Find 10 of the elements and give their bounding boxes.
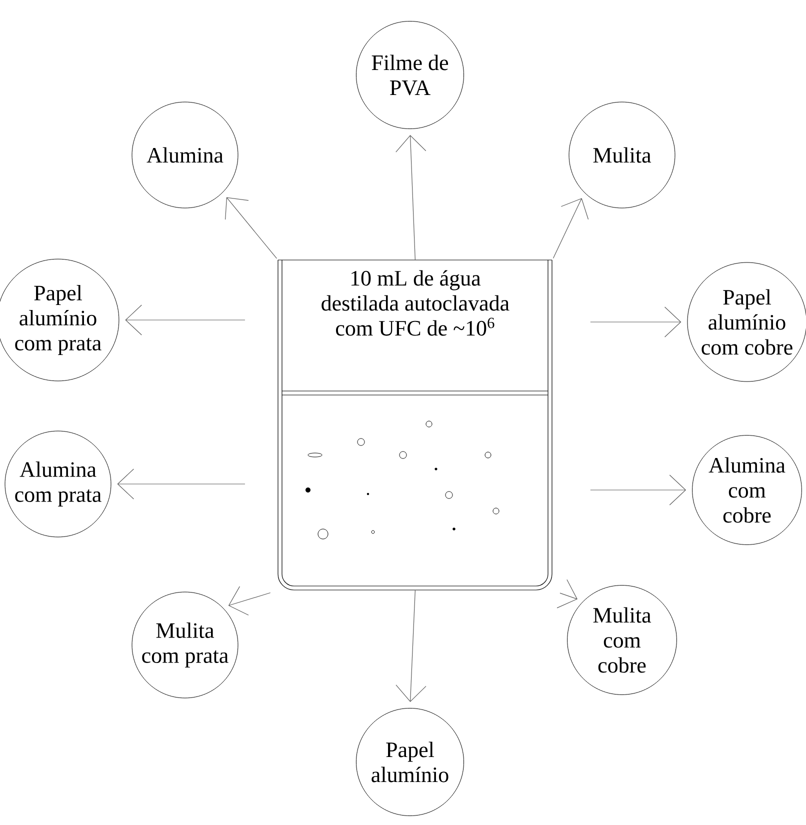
arrow [125,304,246,336]
arrow [396,590,426,702]
arrow [552,198,589,258]
beaker-drawing: 10 mL de água destilada autoclavada com UFC de ~10$^{6}$ [278,260,552,590]
node-label: 10 mL de água destilada autoclavada com UFC de ~10$^{6}$ [322,270,510,336]
arrow [117,468,246,500]
arrow [590,306,682,338]
arrow [590,474,686,506]
arrow [396,135,426,260]
arrow [225,197,278,259]
